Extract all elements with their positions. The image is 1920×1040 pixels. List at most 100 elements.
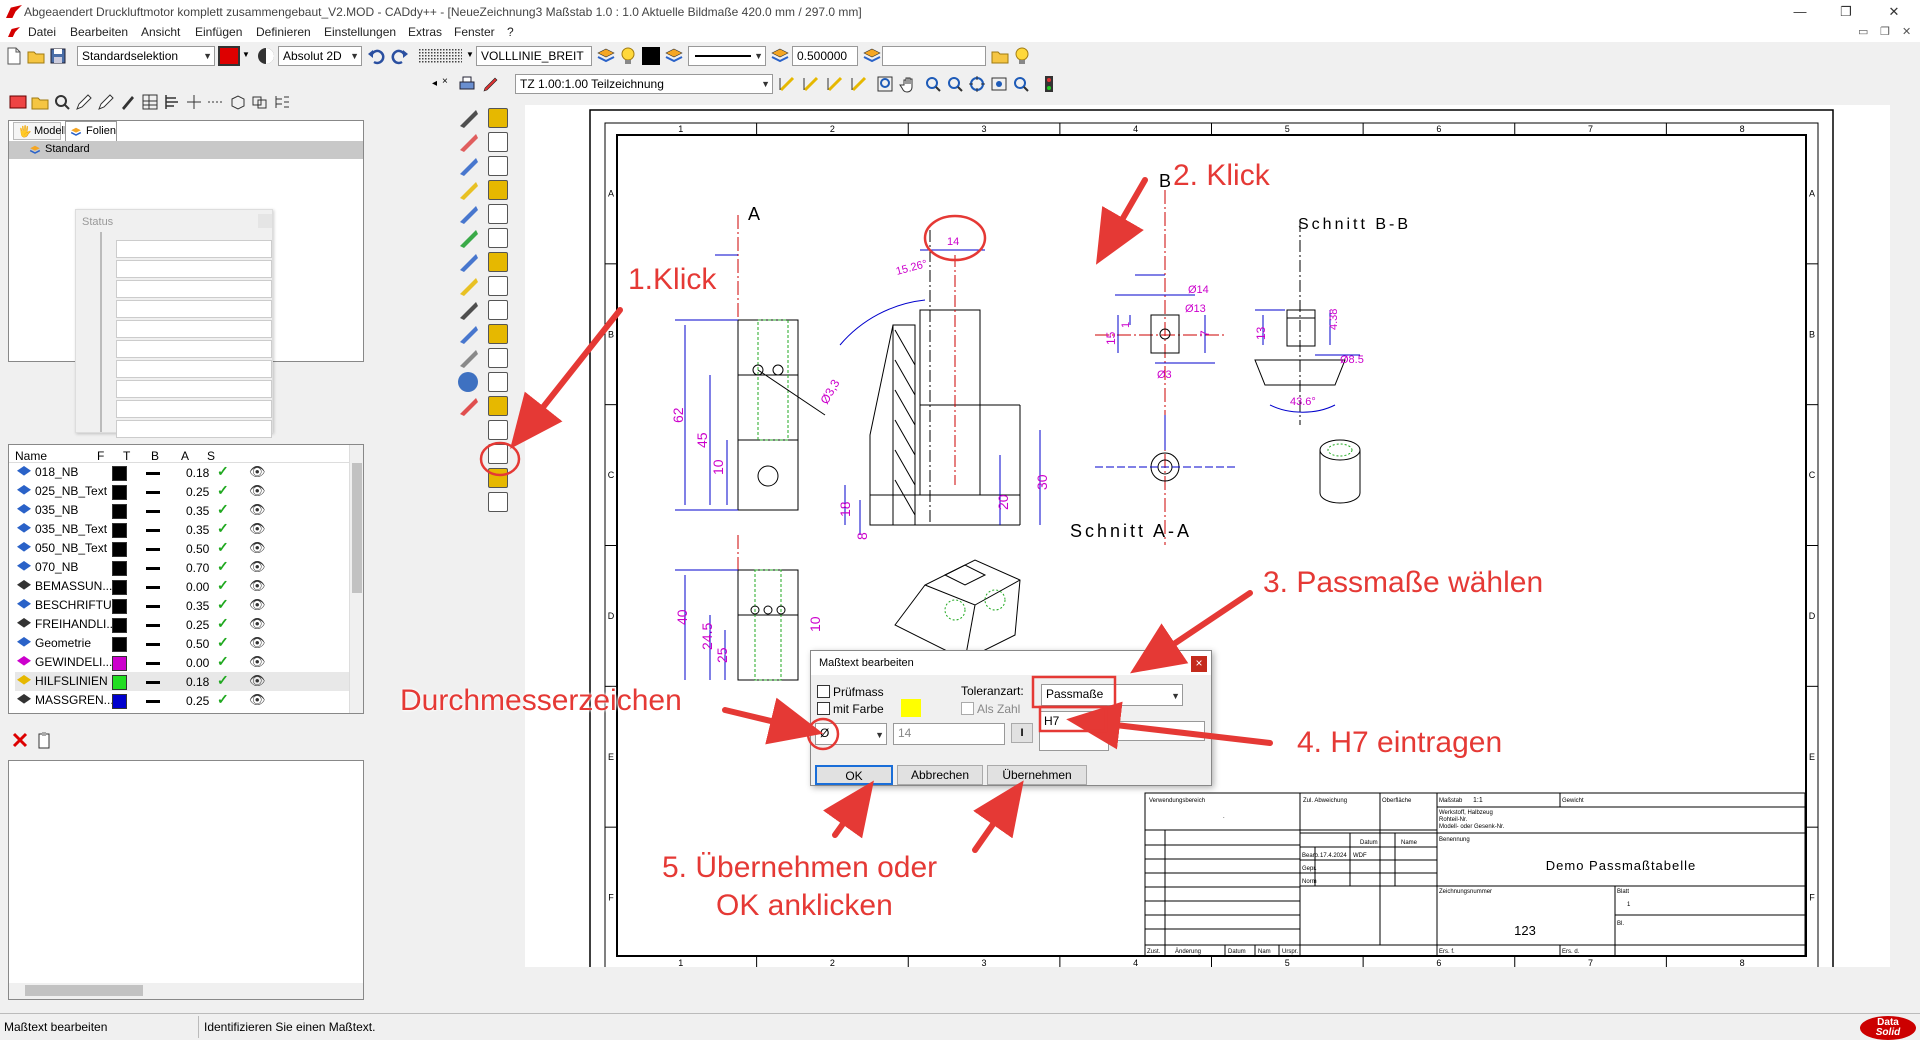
spacing-icon[interactable] (488, 372, 508, 392)
dimension-incl-icon[interactable] (488, 132, 508, 152)
brush-icon[interactable] (118, 92, 138, 112)
dimension-angle-icon[interactable] (488, 156, 508, 176)
layer-table-scrollbar[interactable] (349, 445, 363, 713)
menu-einfuegen[interactable]: Einfügen (195, 25, 243, 39)
hatch-icon[interactable] (140, 92, 160, 112)
layer-manager-icon[interactable] (8, 92, 28, 112)
color-swatch[interactable] (901, 699, 921, 717)
menu-ansicht[interactable]: Ansicht (141, 25, 181, 39)
measure-icon[interactable] (206, 92, 226, 112)
check-icon[interactable]: ✓ (217, 691, 229, 707)
line-type-field[interactable]: VOLLLINIE_BREIT (476, 46, 592, 66)
tolerance-type-select[interactable]: Passmaße▼ (1041, 684, 1183, 706)
minimize-button[interactable]: — (1793, 4, 1807, 19)
cursor-button[interactable]: I (1011, 723, 1033, 743)
check-icon[interactable]: ✓ (217, 463, 229, 479)
layer-color-swatch[interactable] (112, 485, 127, 500)
eye-icon[interactable]: 👁 (249, 635, 266, 650)
dimension-tool-icon[interactable] (777, 74, 797, 94)
layer-color-swatch[interactable] (112, 599, 127, 614)
coord-mode-select[interactable]: Absolut 2D▼ (278, 46, 362, 66)
chamfer-icon[interactable] (488, 204, 508, 224)
col-a[interactable]: A (181, 449, 190, 463)
eye-icon[interactable]: 👁 (249, 464, 266, 479)
menu-definieren[interactable]: Definieren (256, 25, 311, 39)
col-f[interactable]: F (97, 449, 105, 463)
layer-color-swatch[interactable] (112, 466, 127, 481)
zoom-previous-icon[interactable] (989, 74, 1009, 94)
edit-dim-text-icon[interactable] (488, 348, 508, 368)
uebernehmen-button[interactable]: Übernehmen (987, 765, 1087, 785)
line-width-field[interactable]: 0.500000 (792, 46, 858, 66)
coordinate-icon[interactable] (256, 46, 276, 66)
check-icon[interactable]: ✓ (217, 653, 229, 669)
menu-fenster[interactable]: Fenster (454, 25, 495, 39)
dimension-tool-icon[interactable] (801, 74, 821, 94)
check-icon[interactable]: ✓ (217, 577, 229, 593)
layer-row[interactable]: MASSLINIEN0.35✓👁 (15, 710, 363, 713)
view-select[interactable]: TZ 1.00:1.00 Teilzeichnung▼ (515, 74, 773, 94)
tree-icon[interactable] (272, 92, 292, 112)
eye-icon[interactable]: 👁 (249, 502, 266, 517)
dimension-tool-icon[interactable] (849, 74, 869, 94)
check-icon[interactable]: ✓ (217, 482, 229, 498)
chevron-down-icon[interactable]: ▼ (466, 50, 474, 59)
check-icon[interactable]: ✓ (217, 558, 229, 574)
status-popup-close-icon[interactable] (258, 214, 272, 228)
dimension-tool-icon[interactable] (825, 74, 845, 94)
group-icon[interactable] (250, 92, 270, 112)
eye-icon[interactable]: 👁 (249, 578, 266, 593)
layer-linetype[interactable] (146, 567, 160, 570)
value-field[interactable]: 14 (893, 723, 1005, 745)
eye-icon[interactable]: 👁 (249, 540, 266, 555)
menu-help[interactable]: ? (507, 25, 514, 39)
layer-linetype[interactable] (146, 624, 160, 627)
vertical-scrollbar[interactable] (1890, 105, 1920, 985)
layers-icon[interactable] (664, 46, 684, 66)
zoom-out-icon[interactable] (945, 74, 965, 94)
layer-linetype[interactable] (146, 643, 160, 646)
ok-button[interactable]: OK (815, 765, 893, 785)
zoom-in-icon[interactable] (923, 74, 943, 94)
menu-einstellungen[interactable]: Einstellungen (324, 25, 397, 39)
eye-icon[interactable]: 👁 (249, 483, 266, 498)
layer-row[interactable]: MASSGREN...0.25✓👁 (15, 691, 363, 710)
search-icon[interactable] (52, 92, 72, 112)
layer-color-swatch[interactable] (112, 561, 127, 576)
layers-icon[interactable] (770, 46, 790, 66)
undo-icon[interactable] (366, 46, 386, 66)
eye-icon[interactable]: 👁 (249, 597, 266, 612)
pin-icon[interactable]: ◂ (432, 78, 438, 89)
folder-icon[interactable] (30, 92, 50, 112)
zoom-all-icon[interactable] (967, 74, 987, 94)
layer-linetype[interactable] (146, 548, 160, 551)
layer-linetype[interactable] (146, 700, 160, 703)
menu-bearbeiten[interactable]: Bearbeiten (70, 25, 129, 39)
cube-icon[interactable] (228, 92, 248, 112)
check-icon[interactable]: ✓ (217, 710, 229, 713)
layer-linetype[interactable] (146, 510, 160, 513)
layer-color-swatch[interactable] (112, 542, 127, 557)
dialog-close-button[interactable]: × (1191, 656, 1207, 672)
scrollbar-thumb[interactable] (352, 463, 362, 593)
tab-modell[interactable]: 🖐 Modell (13, 122, 66, 140)
check-icon[interactable]: ✓ (217, 539, 229, 555)
stack-icon[interactable] (488, 420, 508, 440)
open-folder-icon[interactable] (26, 46, 46, 66)
tolerance-icon[interactable] (488, 324, 508, 344)
mdi-restore-icon[interactable]: ❐ (1880, 26, 1890, 38)
lightbulb-icon[interactable] (618, 46, 638, 66)
check-icon[interactable]: ✓ (217, 501, 229, 517)
diameter-dimension-icon[interactable] (488, 228, 508, 248)
col-s[interactable]: S (207, 449, 216, 463)
color-picker-button[interactable] (218, 46, 240, 66)
arc-dimension-icon[interactable] (488, 180, 508, 200)
tab-folien[interactable]: Folien (65, 121, 117, 141)
folder-open-icon[interactable] (990, 46, 1010, 66)
eye-icon[interactable]: 👁 (249, 711, 266, 713)
info-icon[interactable] (458, 372, 478, 392)
